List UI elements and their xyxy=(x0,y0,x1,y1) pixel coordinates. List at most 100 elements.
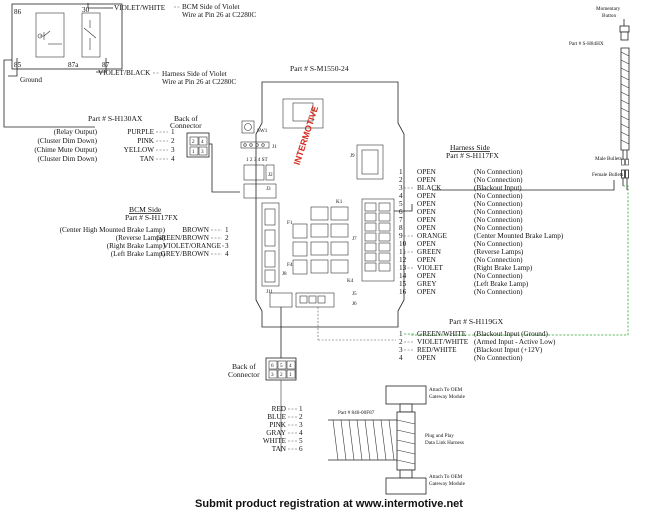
harness-row-color: OPEN xyxy=(417,200,437,208)
s-h130ax-row-color: PINK xyxy=(137,137,155,145)
six-pin-back-label-2: Connector xyxy=(228,370,260,379)
harness-row-color: OPEN xyxy=(417,168,437,176)
s-h130ax-back-pin-2: 4 xyxy=(201,139,204,145)
harness-row-color: OPEN xyxy=(417,224,437,232)
module-label-j9: J9 xyxy=(350,153,355,159)
harness-row-color: GREY xyxy=(417,280,437,288)
six-pin-back-pin-3: 4 xyxy=(289,363,292,369)
s-h130ax-back-label-1: Back of xyxy=(174,114,198,123)
six-pin-row-color: TAN xyxy=(272,445,287,453)
module-label-k4: K4 xyxy=(347,278,354,284)
harness-row-num: 5 xyxy=(399,200,403,208)
s-h130ax-part-number: Part # S-H130AX xyxy=(88,114,143,123)
relay-wire-bottom-note2: Wire at Pin 26 at C2280C xyxy=(162,78,236,86)
harness-row-num: 9 xyxy=(399,232,403,240)
module-label-j8: J8 xyxy=(282,271,287,277)
six-pin-back-pin-4: 3 xyxy=(271,372,274,378)
harness-row-num: 14 xyxy=(399,272,407,280)
s-h130ax-row-desc: (Chime Mute Output) xyxy=(34,146,97,154)
relay: 86 30 85 87a 87 Ground VIOLET/WHITE BCM … xyxy=(3,3,256,128)
s-h130ax-row-num: 2 xyxy=(171,137,175,145)
harness-row-color: OPEN xyxy=(417,240,437,248)
six-pin-row-num: 3 xyxy=(299,421,303,429)
harness-row-num: 2 xyxy=(399,176,403,184)
footer-registration-note: Submit product registration at www.inter… xyxy=(195,498,463,510)
datalink-top-label-2: Gateway Module xyxy=(429,394,466,400)
s-h130ax-row-color: YELLOW xyxy=(124,146,155,154)
module-header-pins: 1 2 3 4 ST xyxy=(246,157,268,163)
s-h119gx-part-number: Part # S-H119GX xyxy=(449,317,504,326)
harness-row-color: ORANGE xyxy=(417,232,448,240)
harness-row-desc: (No Connection) xyxy=(474,224,523,232)
six-pin-row-color: BLUE xyxy=(267,413,286,421)
harness-row-num: 10 xyxy=(399,240,407,248)
s-h130ax-row-num: 3 xyxy=(171,146,175,154)
six-pin-row-color: GRAY xyxy=(266,429,287,437)
s-h119gx-row-desc: (Armed Input - Active Low) xyxy=(474,338,556,346)
datalink-bottom-label-2: Gateway Module xyxy=(429,481,466,487)
harness-row-desc: (Left Brake Lamp) xyxy=(474,280,529,288)
six-pin-row-num: 1 xyxy=(299,405,303,413)
relay-wire-bottom: VIOLET/BLACK xyxy=(98,69,151,77)
bcm-row-num: 1 xyxy=(225,226,229,234)
bcm-row-desc: (Reverse Lamps) xyxy=(116,234,166,242)
datalink-top-label-1: Attach To OEM xyxy=(429,387,463,393)
bcm-row-num: 2 xyxy=(225,234,229,242)
relay-wire-bottom-note1: Harness Side of Violet xyxy=(162,70,227,78)
s-h119gx-row-color: GREEN/WHITE xyxy=(417,330,467,338)
harness-row-desc: (No Connection) xyxy=(474,200,523,208)
six-pin-back-label-1: Back of xyxy=(232,362,256,371)
bcm-row-color: GREY/BROWN xyxy=(161,250,210,258)
s-h119gx-row-color: OPEN xyxy=(417,354,437,362)
bcm-row-color: BROWN xyxy=(182,226,210,234)
s-h119gx-row-num: 4 xyxy=(399,354,403,362)
bcm-row-color: VIOLET/ORANGE xyxy=(163,242,221,250)
six-pin-back-pin-5: 2 xyxy=(280,372,283,378)
s-h119gx-row-num: 2 xyxy=(399,338,403,346)
datalink-bottom-label-1: Attach To OEM xyxy=(429,474,463,480)
button-female-bullets: Female Bullets xyxy=(592,172,623,178)
s-h130ax-back-pin-3: 1 xyxy=(192,149,195,155)
s-h130ax-back-pin-4: 3 xyxy=(201,149,204,155)
harness-row-desc: (No Connection) xyxy=(474,176,523,184)
button-title-2: Button xyxy=(602,13,617,19)
harness-row-num: 4 xyxy=(399,192,403,200)
harness-row-num: 11 xyxy=(399,248,406,256)
harness-row-color: OPEN xyxy=(417,176,437,184)
bcm-title: BCM Side xyxy=(129,205,162,214)
bcm-row-num: 4 xyxy=(225,250,229,258)
six-pin-back-pin-1: 6 xyxy=(271,363,274,369)
harness-row-desc: (No Connection) xyxy=(474,288,523,296)
module-label-f1: F1 xyxy=(287,220,293,226)
harness-row-color: VIOLET xyxy=(417,264,444,272)
button-male-bullets: Male Bullets xyxy=(595,156,622,162)
harness-row-desc: (No Connection) xyxy=(474,192,523,200)
harness-row-desc: (No Connection) xyxy=(474,240,523,248)
module-label-j7: J7 xyxy=(352,236,357,242)
s-h130ax-back-pin-1: 2 xyxy=(192,139,195,145)
module-label-j11: J11 xyxy=(266,289,273,295)
six-pin-back-pin-2: 5 xyxy=(280,363,283,369)
harness-row-desc: (No Connection) xyxy=(474,216,523,224)
harness-part-number: Part # S-H117FX xyxy=(446,151,499,160)
s-h130ax-row-desc: (Relay Output) xyxy=(54,128,98,136)
harness-row-desc: (No Connection) xyxy=(474,256,523,264)
six-pin-back-pin-6: 1 xyxy=(289,372,292,378)
harness-row-color: OPEN xyxy=(417,192,437,200)
data-link-harness: Attach To OEM Gateway Module Part # 840-… xyxy=(328,385,466,495)
harness-row-color: GREEN xyxy=(417,248,442,256)
relay-pin-86: 86 xyxy=(14,8,22,16)
six-pin-row-color: WHITE xyxy=(263,437,287,445)
module-label-sw1: SW1 xyxy=(257,128,268,134)
module-board: Part # S-M1550-24 SW1 J1 1 2 3 4 ST J2 J… xyxy=(240,64,405,328)
bcm-row-desc: (Left Brake Lamp) xyxy=(111,250,166,258)
harness-row-color: OPEN xyxy=(417,256,437,264)
harness-row-num: 16 xyxy=(399,288,407,296)
relay-pin-30: 30 xyxy=(82,6,90,14)
six-pin-row-num: 5 xyxy=(299,437,303,445)
s-h119gx-row-num: 1 xyxy=(399,330,403,338)
module-label-j3: J3 xyxy=(266,186,271,192)
harness-row-num: 13 xyxy=(399,264,407,272)
harness-row-num: 7 xyxy=(399,216,403,224)
